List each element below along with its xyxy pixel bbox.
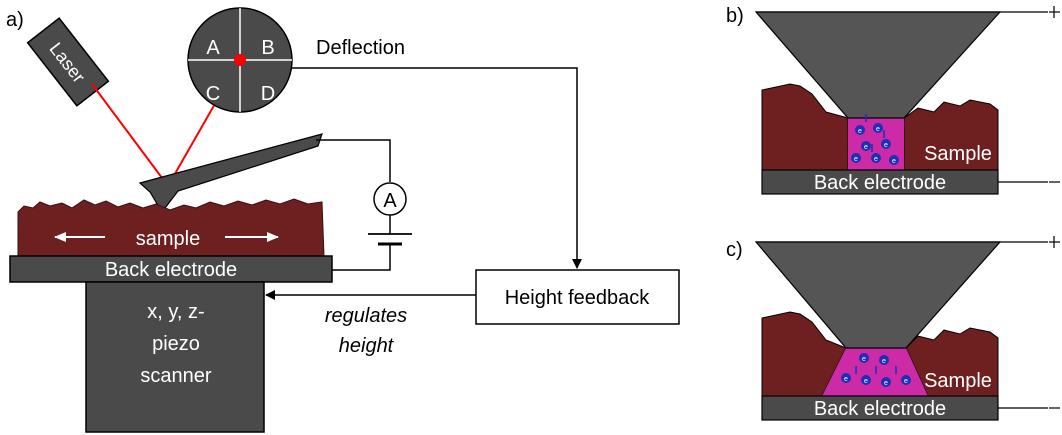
electron: e: [873, 123, 883, 133]
panel-c-tip: [754, 241, 1002, 349]
svg-text:e: e: [854, 156, 858, 163]
panel-c-letter: c): [726, 239, 743, 261]
scanner-line-1: x, y, z-: [147, 301, 204, 323]
height-feedback-label: Height feedback: [505, 287, 651, 309]
svg-text:e: e: [884, 142, 888, 149]
svg-text:e: e: [874, 156, 878, 163]
regulates-line-2: height: [339, 335, 395, 357]
quadrant-c-label: C: [206, 83, 220, 105]
panel-b-electrons: e e e e e e e: [851, 114, 899, 165]
sample-layer: [17, 198, 325, 257]
electron: e: [879, 355, 889, 365]
back-electrode-label: Back electrode: [105, 259, 237, 281]
electron: e: [881, 139, 891, 149]
panel-c-sample-label: Sample: [924, 370, 992, 392]
svg-text:e: e: [858, 128, 862, 135]
electron: e: [901, 375, 911, 385]
piezo-scanner: [85, 281, 265, 433]
panel-c-electrode-label: Back electrode: [814, 398, 946, 420]
svg-text:e: e: [876, 126, 880, 133]
cantilever: [138, 133, 323, 214]
panel-a: a) Laser A B C D Deflection A: [6, 7, 680, 433]
panel-b-letter: b): [726, 5, 744, 27]
circuit-wire-top: [316, 139, 391, 182]
panel-b-sample-label: Sample: [924, 143, 992, 165]
electron: e: [855, 125, 865, 135]
svg-text:e: e: [892, 158, 896, 165]
svg-text:e: e: [844, 376, 848, 383]
svg-text:e: e: [904, 378, 908, 385]
circuit-wire-bottom: [332, 244, 391, 271]
svg-text:e: e: [884, 380, 888, 387]
laser-body: [26, 17, 110, 107]
deflection-label: Deflection: [316, 37, 405, 59]
back-electrode: [9, 255, 333, 283]
scanner-line-2: piezo: [152, 333, 200, 355]
height-feedback-box: [475, 269, 680, 325]
quadrant-b-label: B: [261, 37, 274, 59]
panel-c-conduction-region: [822, 348, 928, 396]
svg-text:e: e: [864, 378, 868, 385]
photodetector: A B C D: [187, 7, 293, 113]
quadrant-d-label: D: [261, 83, 275, 105]
laser-incident-beam: [91, 83, 169, 187]
regulates-line-1: regulates: [325, 305, 407, 327]
sample-label: sample: [136, 228, 200, 250]
electron: e: [859, 353, 869, 363]
laser-spot: [234, 54, 246, 66]
panel-a-letter: a): [6, 9, 24, 31]
svg-text:e: e: [882, 358, 886, 365]
scanner-line-3: scanner: [140, 365, 211, 387]
quadrant-a-label: A: [206, 37, 220, 59]
ammeter-label: A: [383, 190, 397, 212]
electron: e: [841, 373, 851, 383]
panel-c: c) Sample e e e e e e Back electrode: [726, 236, 1060, 421]
electron: e: [889, 155, 899, 165]
panel-b: b) Sample e e e e e e e Back electrode: [726, 5, 1060, 195]
electron: e: [881, 377, 891, 387]
panel-c-electrons: e e e e e e: [841, 353, 911, 387]
panel-b-electrode-label: Back electrode: [814, 172, 946, 194]
laser-unit: Laser: [26, 17, 110, 107]
svg-text:e: e: [862, 356, 866, 363]
electron: e: [861, 375, 871, 385]
electron: e: [871, 153, 881, 163]
deflection-signal-line: [292, 67, 582, 269]
electron: e: [851, 153, 861, 163]
panel-c-back-electrode: [761, 395, 999, 421]
electron: e: [861, 141, 871, 151]
panel-b-tip: [754, 11, 1002, 119]
svg-text:e: e: [864, 144, 868, 151]
